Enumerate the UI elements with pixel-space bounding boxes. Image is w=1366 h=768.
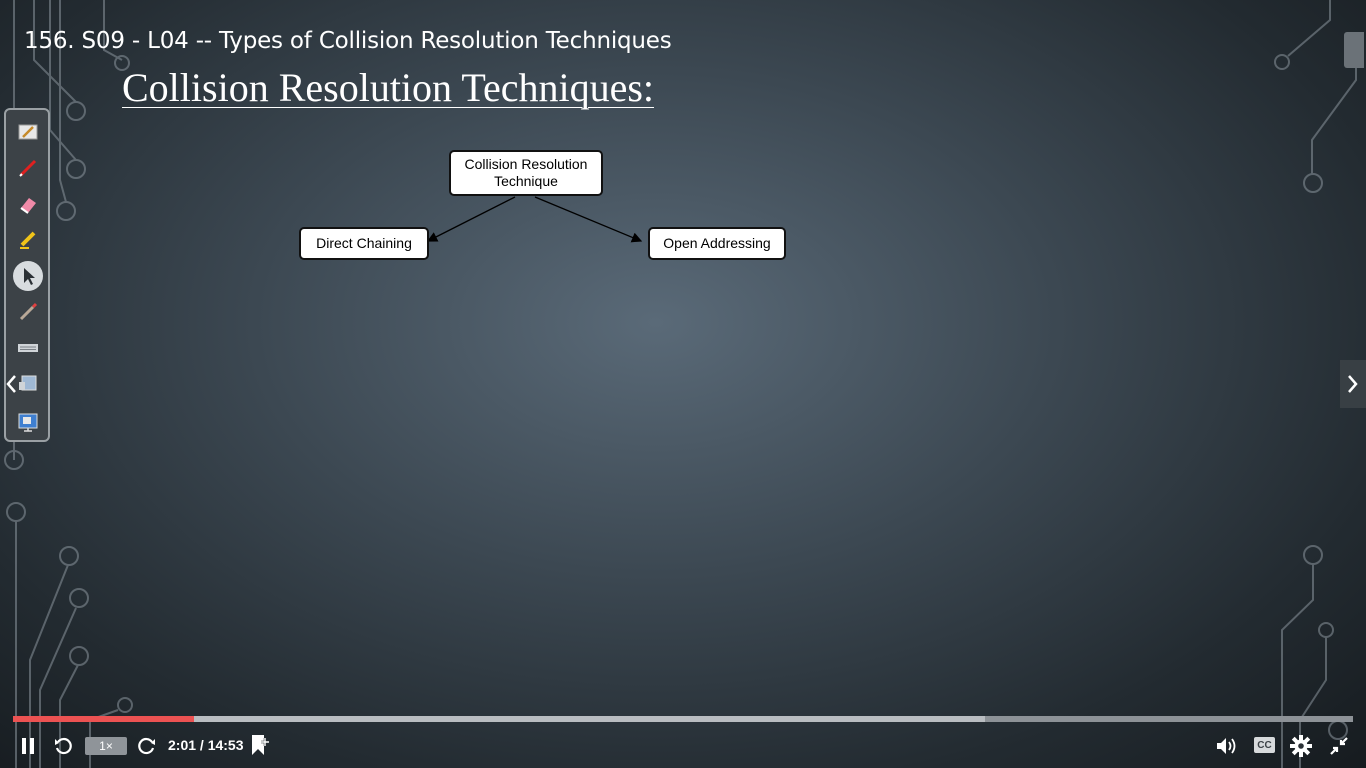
gear-icon [1290,735,1312,757]
volume-icon [1217,738,1236,754]
diagram-node-direct-chaining: Direct Chaining [299,227,429,260]
diagram-root-node: Collision Resolution Technique [449,150,603,196]
screen-icon[interactable] [16,372,40,396]
chevron-left-icon [6,375,16,393]
captions-button[interactable]: CC [1254,737,1275,753]
slideshow-icon[interactable] [16,410,40,434]
pause-icon [22,738,34,754]
highlighter-icon[interactable] [16,228,40,252]
player-controls: 1× 2:01 / 14:53 CC [0,728,1366,764]
slide-heading: Collision Resolution Techniques: [122,65,655,110]
forward-icon [138,737,155,755]
diagram-node-open-addressing: Open Addressing [648,227,786,260]
bookmark-button[interactable] [248,734,270,756]
pen-icon[interactable] [16,156,40,180]
settings-button[interactable] [1290,735,1312,757]
next-lecture-button[interactable] [1340,360,1366,408]
previous-slide-button[interactable] [4,368,24,400]
bookmark-add-icon [252,735,269,755]
video-title: 156. S09 - L04 -- Types of Collision Res… [24,28,672,54]
time-display: 2:01 / 14:53 [168,737,244,753]
exit-fullscreen-icon [1330,737,1348,755]
progress-bar[interactable] [13,716,1353,722]
notes-icon[interactable] [16,120,40,144]
exit-fullscreen-button[interactable] [1328,735,1350,757]
laser-pen-icon[interactable] [16,300,40,324]
keyboard-icon[interactable] [16,336,40,360]
progress-buffered [13,716,985,722]
playback-rate-button[interactable]: 1× [85,737,127,755]
rewind-button[interactable] [53,736,73,756]
pointer-icon[interactable] [13,261,43,291]
chevron-right-icon [1348,375,1358,393]
pause-button[interactable] [18,736,38,756]
progress-played [13,716,194,722]
eraser-icon[interactable] [16,192,40,216]
volume-button[interactable] [1216,736,1238,756]
annotation-toolbar [4,108,50,442]
rewind-icon [55,737,72,755]
forward-button[interactable] [137,736,157,756]
side-panel-tab[interactable] [1344,32,1364,68]
